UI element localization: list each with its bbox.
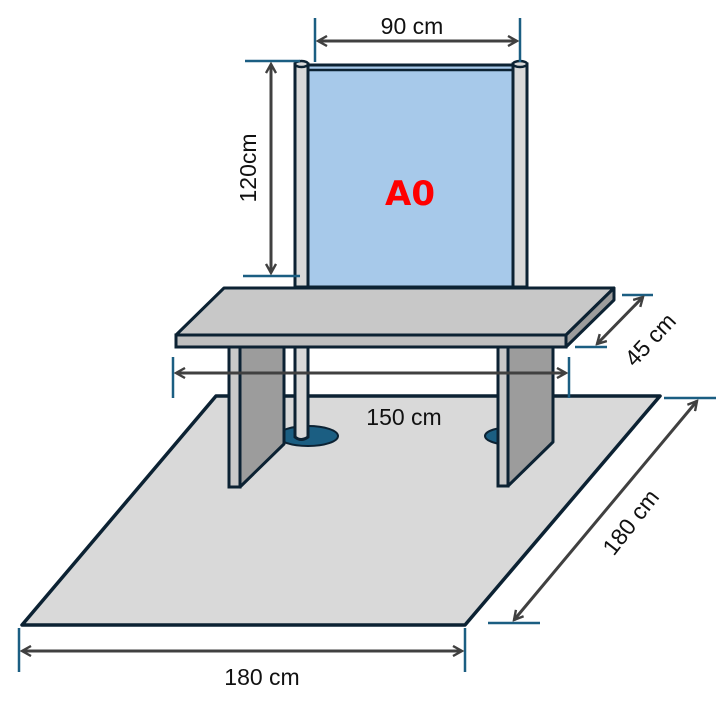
dimension-arrows bbox=[22, 41, 697, 651]
a0-poster-banner: A0 bbox=[306, 63, 515, 289]
table-depth-label: 45 cm bbox=[619, 308, 681, 372]
floor-depth-arrow bbox=[514, 401, 697, 620]
table-width-label: 150 cm bbox=[366, 404, 441, 430]
pole-left bbox=[293, 59, 310, 289]
table-top bbox=[174, 286, 616, 349]
poster-label: A0 bbox=[385, 174, 435, 214]
banner-width-label: 90 cm bbox=[381, 13, 444, 39]
extension-lines bbox=[17, 18, 716, 672]
table-depth-arrow bbox=[597, 297, 643, 344]
floor-mat bbox=[20, 394, 662, 627]
floor-depth-label: 180 cm bbox=[597, 484, 664, 559]
pole-left-lower bbox=[293, 345, 310, 441]
pole-right bbox=[511, 59, 529, 289]
banner-height-label: 120cm bbox=[235, 133, 261, 202]
floor-width-label: 180 cm bbox=[224, 664, 299, 690]
